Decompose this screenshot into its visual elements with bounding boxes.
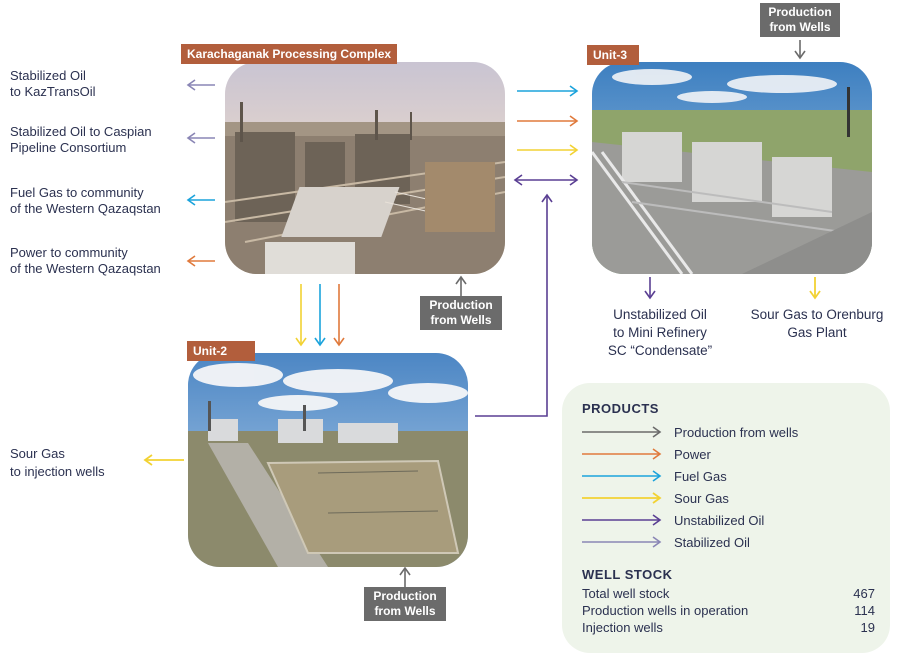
arrow-unit3-sour-gas-out — [809, 277, 821, 300]
arrow-unit2-unstabilized-oil — [475, 193, 553, 417]
products-panel: PRODUCTS Production from wells Power Fue… — [562, 383, 890, 653]
production-box-unit3: Production from Wells — [760, 3, 840, 37]
legend-item: Power — [582, 443, 882, 465]
unit3-output-unstabilized-oil: Unstabilized Oil to Mini Refinery SC “Co… — [607, 307, 713, 358]
arrow-sour-gas-to-unit3 — [517, 144, 579, 156]
unit3-photo — [592, 62, 872, 274]
arrow-fuel-gas-community — [186, 194, 215, 206]
well-stock-row: Injection wells 19 — [582, 620, 875, 635]
well-stock-title: WELL STOCK — [582, 567, 673, 582]
output-power-community: Power to community of the Western Qazaqs… — [10, 245, 161, 276]
output-stabilized-oil-kaztransoil: Stabilized Oil to KazTransOil — [10, 68, 96, 99]
arrow-unstabilized-oil-bidirectional — [513, 174, 579, 186]
complex-photo — [225, 62, 505, 274]
arrow-stabilized-oil-cpc — [186, 132, 215, 144]
arrow-sour-gas-injection — [143, 454, 184, 466]
arrow-power-to-unit3 — [517, 115, 579, 127]
legend-arrow-production — [582, 426, 662, 438]
legend-arrow-unstabilized-oil — [582, 514, 662, 526]
legend-arrow-stabilized-oil — [582, 536, 662, 548]
arrow-production-unit3 — [794, 40, 806, 60]
unit3-output-sour-gas: Sour Gas to Orenburg Gas Plant — [750, 307, 884, 340]
unit2-photo — [188, 353, 468, 567]
arrow-fuel-gas-to-unit2 — [314, 284, 326, 347]
legend-item: Production from wells — [582, 421, 882, 443]
legend-item: Unstabilized Oil — [582, 509, 882, 531]
output-stabilized-oil-cpc: Stabilized Oil to Caspian Pipeline Conso… — [10, 124, 152, 155]
well-stock-table: Total well stock 467 Production wells in… — [582, 585, 875, 636]
arrow-power-community — [186, 255, 215, 267]
legend-item: Stabilized Oil — [582, 531, 882, 553]
legend-arrow-fuel-gas — [582, 470, 662, 482]
complex-tag: Karachaganak Processing Complex — [181, 44, 398, 64]
arrow-stabilized-oil-kaztransoil — [186, 79, 215, 91]
legend-arrow-sour-gas — [582, 492, 662, 504]
arrow-unit3-unstabilized-oil-out — [644, 277, 656, 300]
production-box-complex: Production from Wells — [420, 296, 502, 330]
legend-item: Sour Gas — [582, 487, 882, 509]
products-title: PRODUCTS — [582, 401, 659, 416]
unit2-output-sour-gas: Sour Gas to injection wells — [10, 446, 105, 479]
well-stock-row: Total well stock 467 — [582, 586, 875, 601]
arrow-power-to-unit2 — [333, 284, 345, 347]
legend-arrow-power — [582, 448, 662, 460]
production-box-unit2: Production from Wells — [364, 587, 446, 621]
legend-list: Production from wells Power Fuel Gas Sou… — [582, 421, 882, 553]
unit2-tag: Unit-2 — [187, 341, 255, 361]
legend-item: Fuel Gas — [582, 465, 882, 487]
arrow-production-unit2 — [399, 566, 411, 587]
arrow-sour-gas-to-unit2 — [295, 284, 307, 347]
arrow-fuel-gas-to-unit3 — [517, 85, 579, 97]
well-stock-row: Production wells in operation 114 — [582, 603, 875, 618]
unit3-tag: Unit-3 — [587, 45, 639, 65]
output-fuel-gas-community: Fuel Gas to community of the Western Qaz… — [10, 185, 161, 216]
arrow-production-complex — [455, 275, 467, 296]
